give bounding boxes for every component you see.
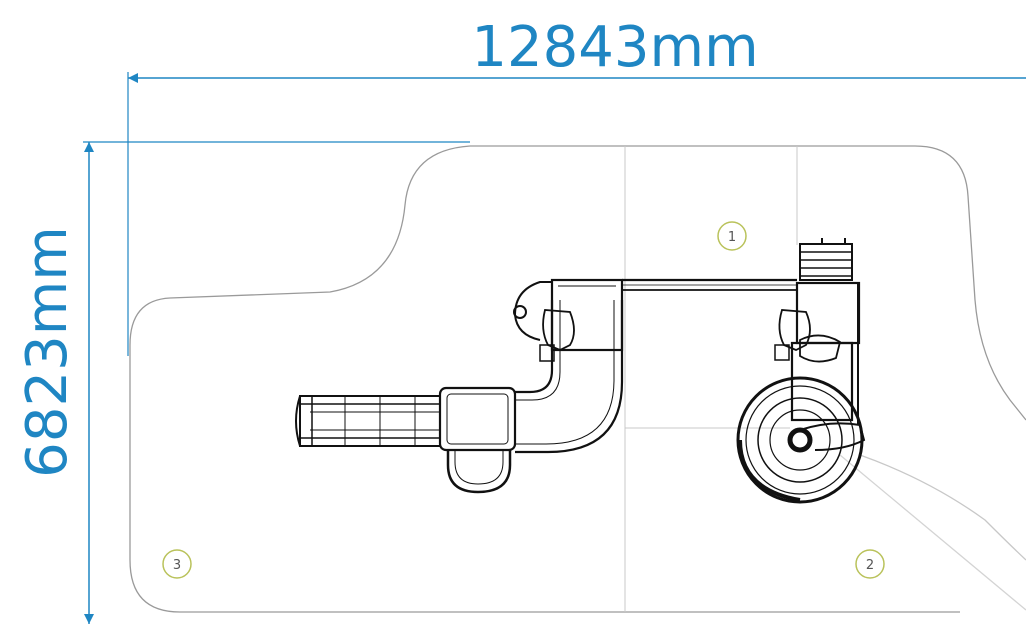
slide-chute [295,395,441,447]
zone-label-1: 1 [728,230,736,245]
width-dimension-label: 12843mm [471,15,758,80]
horizontal-dimension: 12843mm [127,15,1026,356]
zone-marker-1: 1 [717,221,747,251]
zone-label-3: 3 [173,558,181,573]
zone-marker-3: 3 [162,549,192,579]
playground-equipment [295,238,866,504]
spiral-slide [736,376,866,504]
zone-label-2: 2 [866,558,874,573]
height-dimension-label: 6823mm [15,226,80,478]
site-outline [129,145,1026,613]
zone-marker-2: 2 [855,549,885,579]
vertical-dimension: 6823mm [15,141,470,624]
